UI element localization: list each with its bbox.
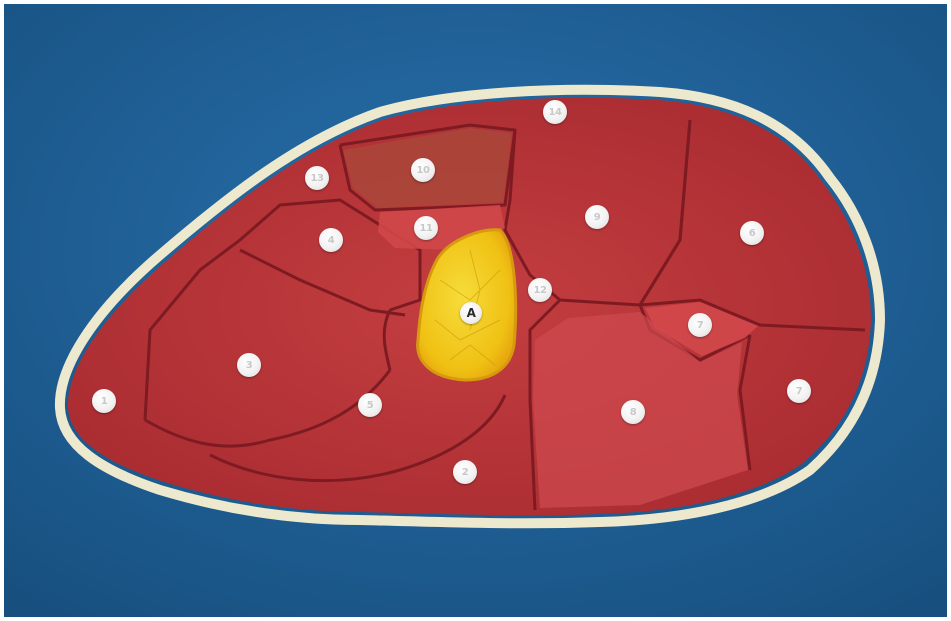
pin-label-4: 4 [319, 228, 343, 252]
pin-label-7-upper: 7 [688, 313, 712, 337]
pin-label-3: 3 [237, 353, 261, 377]
pin-label-1: 1 [92, 389, 116, 413]
pin-label-8: 8 [621, 400, 645, 424]
pin-label-7-lower: 7 [787, 379, 811, 403]
pin-label-6: 6 [740, 221, 764, 245]
pin-label-5: 5 [358, 393, 382, 417]
pin-label-14: 14 [543, 100, 567, 124]
pin-label-10: 10 [411, 158, 435, 182]
pin-label-12: 12 [528, 278, 552, 302]
pin-label-11: 11 [414, 216, 438, 240]
pin-label-9: 9 [585, 205, 609, 229]
pin-label-2: 2 [453, 460, 477, 484]
pin-label-13: 13 [305, 166, 329, 190]
pin-label-a: A [460, 302, 482, 324]
